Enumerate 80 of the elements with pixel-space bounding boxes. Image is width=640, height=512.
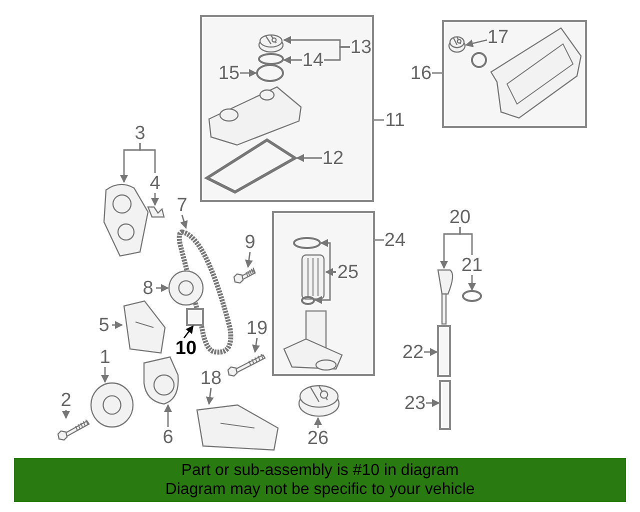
leader-line [426, 399, 440, 407]
callout-number: 6 [160, 427, 176, 447]
leader-line [139, 143, 156, 173]
leader-line [164, 404, 172, 427]
callout-number: 19 [246, 318, 268, 338]
leader-line [314, 417, 322, 428]
leader-line [206, 388, 214, 405]
leader-line [314, 271, 336, 304]
callout-number: 23 [404, 393, 426, 413]
note-text: Diagram may not be specific to your vehicle [165, 480, 475, 499]
leader-line [252, 338, 260, 353]
callout-number: 22 [402, 342, 424, 362]
callout-number: 13 [350, 37, 372, 57]
group-frame [200, 15, 374, 202]
callout-number: 7 [174, 195, 190, 215]
leader-line [156, 284, 169, 292]
ring-drawing [462, 290, 482, 302]
leader-line [459, 227, 473, 255]
leader-line [374, 119, 384, 121]
housing-drawing [298, 382, 340, 418]
leader-line [244, 252, 253, 268]
leader-line [183, 325, 194, 338]
tensioner-drawing [168, 270, 204, 306]
seal-ring-drawing [256, 64, 284, 82]
callout-number: 9 [242, 232, 258, 252]
stud-drawing [234, 267, 256, 283]
callout-number: 8 [140, 278, 156, 298]
leader-line [468, 275, 476, 291]
group-frame [437, 325, 451, 377]
callout-number: 12 [322, 148, 344, 168]
group-frame [186, 308, 204, 326]
callout-number: 18 [200, 368, 222, 388]
callout-number: 21 [461, 255, 483, 275]
shield-drawing [195, 404, 280, 452]
leader-line [375, 239, 384, 241]
leader-line [424, 348, 438, 356]
pulley-drawing [90, 382, 134, 428]
ring-drawing [301, 296, 315, 305]
leader-line [283, 56, 302, 64]
callout-number: 4 [147, 173, 163, 193]
leader-line [240, 69, 257, 77]
filter-drawing [300, 254, 326, 300]
leader-line [324, 46, 350, 61]
bolt-drawing [58, 418, 90, 440]
gasket-drawing [205, 138, 297, 194]
belt-drawing [176, 228, 234, 356]
group-frame [442, 20, 587, 128]
callout-number: 17 [487, 27, 509, 47]
callout-number: 10 [172, 338, 200, 358]
ring-drawing [293, 237, 321, 249]
leader-line [432, 72, 442, 74]
cap-drawing [258, 33, 284, 53]
callout-number: 24 [384, 230, 406, 250]
callout-number: 5 [96, 315, 112, 335]
callout-number: 14 [302, 50, 324, 70]
callout-number: 20 [449, 207, 471, 227]
leader-line [101, 367, 109, 383]
leader-line [151, 193, 159, 206]
leader-line [465, 39, 488, 48]
note-text: Part or sub-assembly is #10 in diagram [181, 461, 459, 480]
callout-number: 2 [58, 390, 74, 410]
group-frame [272, 211, 375, 376]
leader-line [296, 154, 322, 162]
seal-ring-drawing [258, 53, 284, 65]
plug-drawing [448, 35, 466, 53]
leader-line [62, 410, 70, 419]
callout-number: 1 [97, 347, 113, 367]
callout-number: 25 [336, 262, 360, 282]
leader-line [325, 268, 336, 276]
cover-plate-drawing [122, 300, 167, 355]
clip-drawing [146, 205, 166, 220]
group-frame [439, 380, 451, 430]
callout-number: 26 [306, 428, 330, 448]
tube-drawing [228, 352, 266, 376]
callout-number: 11 [384, 110, 406, 130]
callout-number: 16 [410, 63, 432, 83]
callout-number: 3 [132, 123, 148, 143]
leader-line [112, 321, 123, 329]
callout-number: 15 [218, 63, 240, 83]
leader-line [180, 214, 188, 229]
